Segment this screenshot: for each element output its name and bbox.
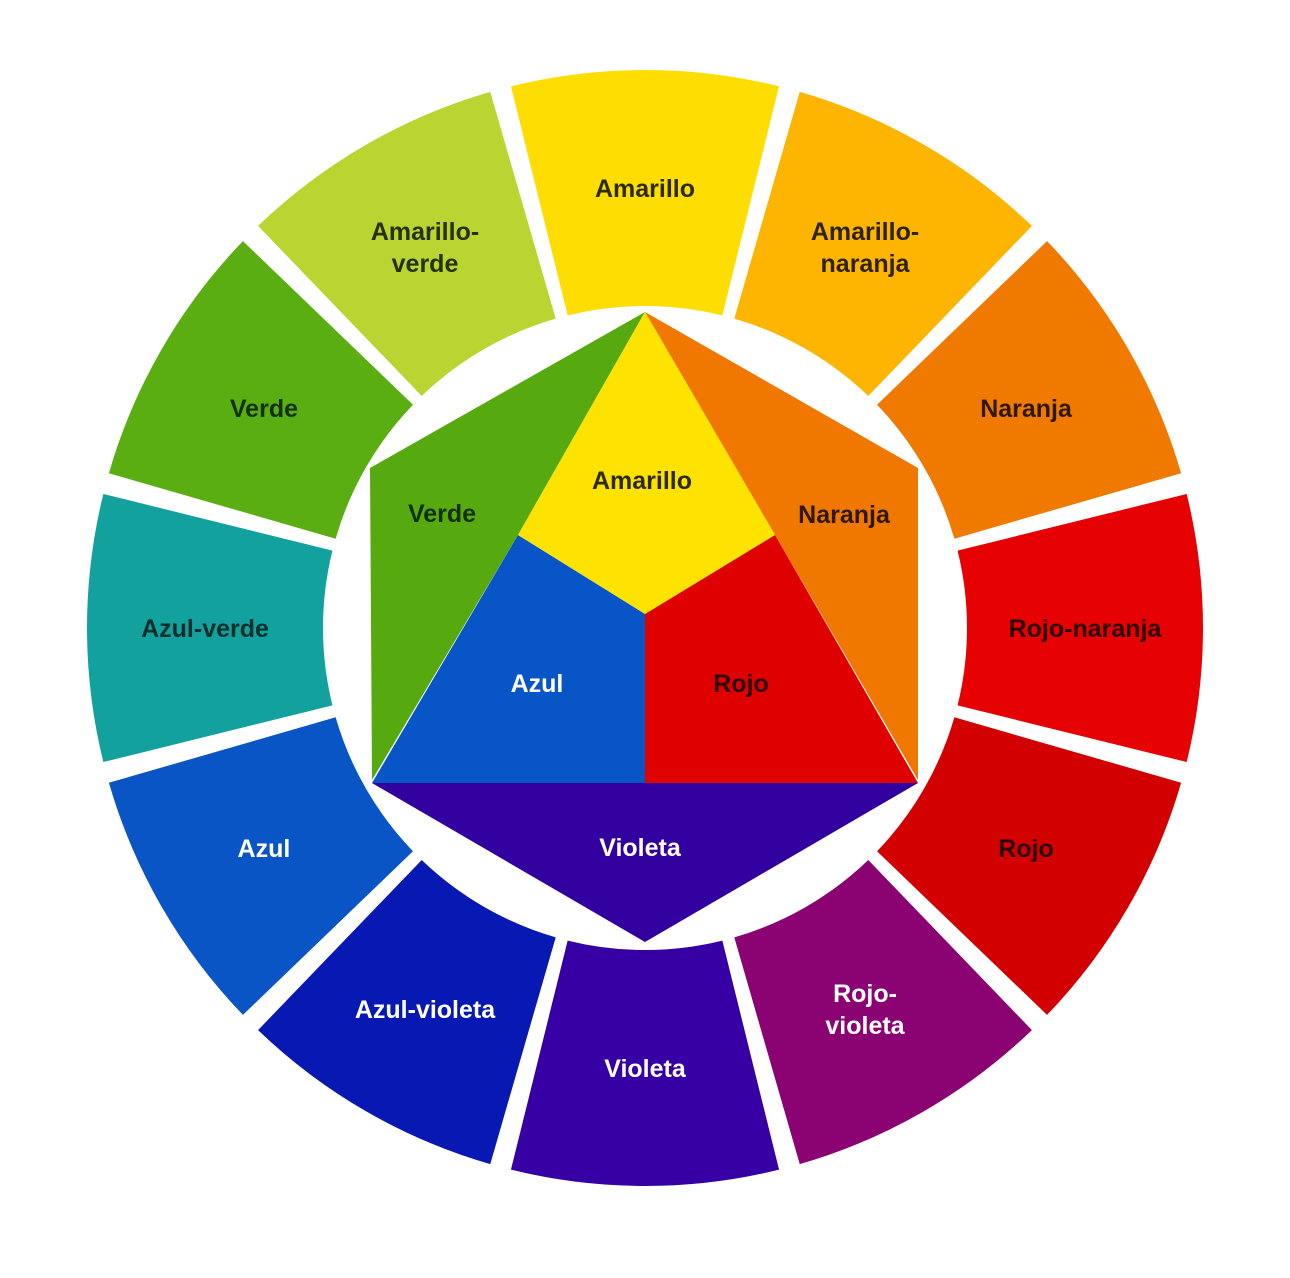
inner-segment-naranja — [645, 312, 918, 780]
outer-segment-verde — [108, 241, 413, 539]
outer-label-azul-violeta: Azul-violeta — [355, 996, 496, 1024]
outer-segment-azul-verde — [87, 493, 333, 763]
outer-ring: AmarilloAmarillo-naranjaNaranjaRojo-nara… — [87, 70, 1203, 1186]
inner-segment-verde — [370, 312, 645, 780]
inner-label-amarillo: Amarillo — [592, 467, 692, 495]
inner-hexagon: Amarillo Verde Naranja Azul Rojo Violeta — [370, 312, 918, 942]
outer-label-azul-verde: Azul-verde — [141, 615, 269, 643]
inner-label-verde: Verde — [408, 500, 476, 528]
outer-segment-azul-violeta — [258, 860, 556, 1165]
outer-segment-rojo — [877, 717, 1182, 1015]
outer-segment-rojo-violeta — [734, 860, 1032, 1165]
outer-label-rojo: Rojo — [998, 835, 1054, 863]
outer-label-rojo-violeta: Rojo-violeta — [825, 980, 905, 1040]
outer-segment-rojo-naranja — [957, 493, 1203, 763]
outer-label-amarillo-naranja: Amarillo-naranja — [811, 218, 919, 278]
outer-label-rojo-naranja: Rojo-naranja — [1009, 615, 1163, 643]
outer-label-naranja: Naranja — [980, 395, 1073, 423]
inner-segment-azul — [372, 535, 645, 783]
outer-label-amarillo: Amarillo — [595, 175, 695, 203]
outer-label-azul: Azul — [238, 835, 291, 863]
outer-label-amarillo-verde: Amarillo-verde — [371, 218, 479, 278]
outer-segment-amarillo-verde — [258, 91, 556, 396]
inner-segment-amarillo — [518, 312, 775, 614]
inner-segment-rojo — [645, 535, 918, 783]
outer-label-verde: Verde — [230, 395, 298, 423]
outer-segment-violeta — [510, 940, 780, 1186]
outer-label-violeta: Violeta — [604, 1055, 687, 1083]
inner-segment-violeta — [372, 783, 918, 942]
inner-label-naranja: Naranja — [798, 501, 891, 529]
outer-segment-azul — [108, 717, 413, 1015]
inner-label-rojo: Rojo — [713, 670, 769, 698]
inner-label-azul: Azul — [511, 670, 564, 698]
outer-segment-amarillo — [510, 70, 780, 316]
inner-label-violeta: Violeta — [599, 834, 682, 862]
outer-segment-amarillo-naranja — [734, 91, 1032, 396]
outer-segment-naranja — [877, 241, 1182, 539]
